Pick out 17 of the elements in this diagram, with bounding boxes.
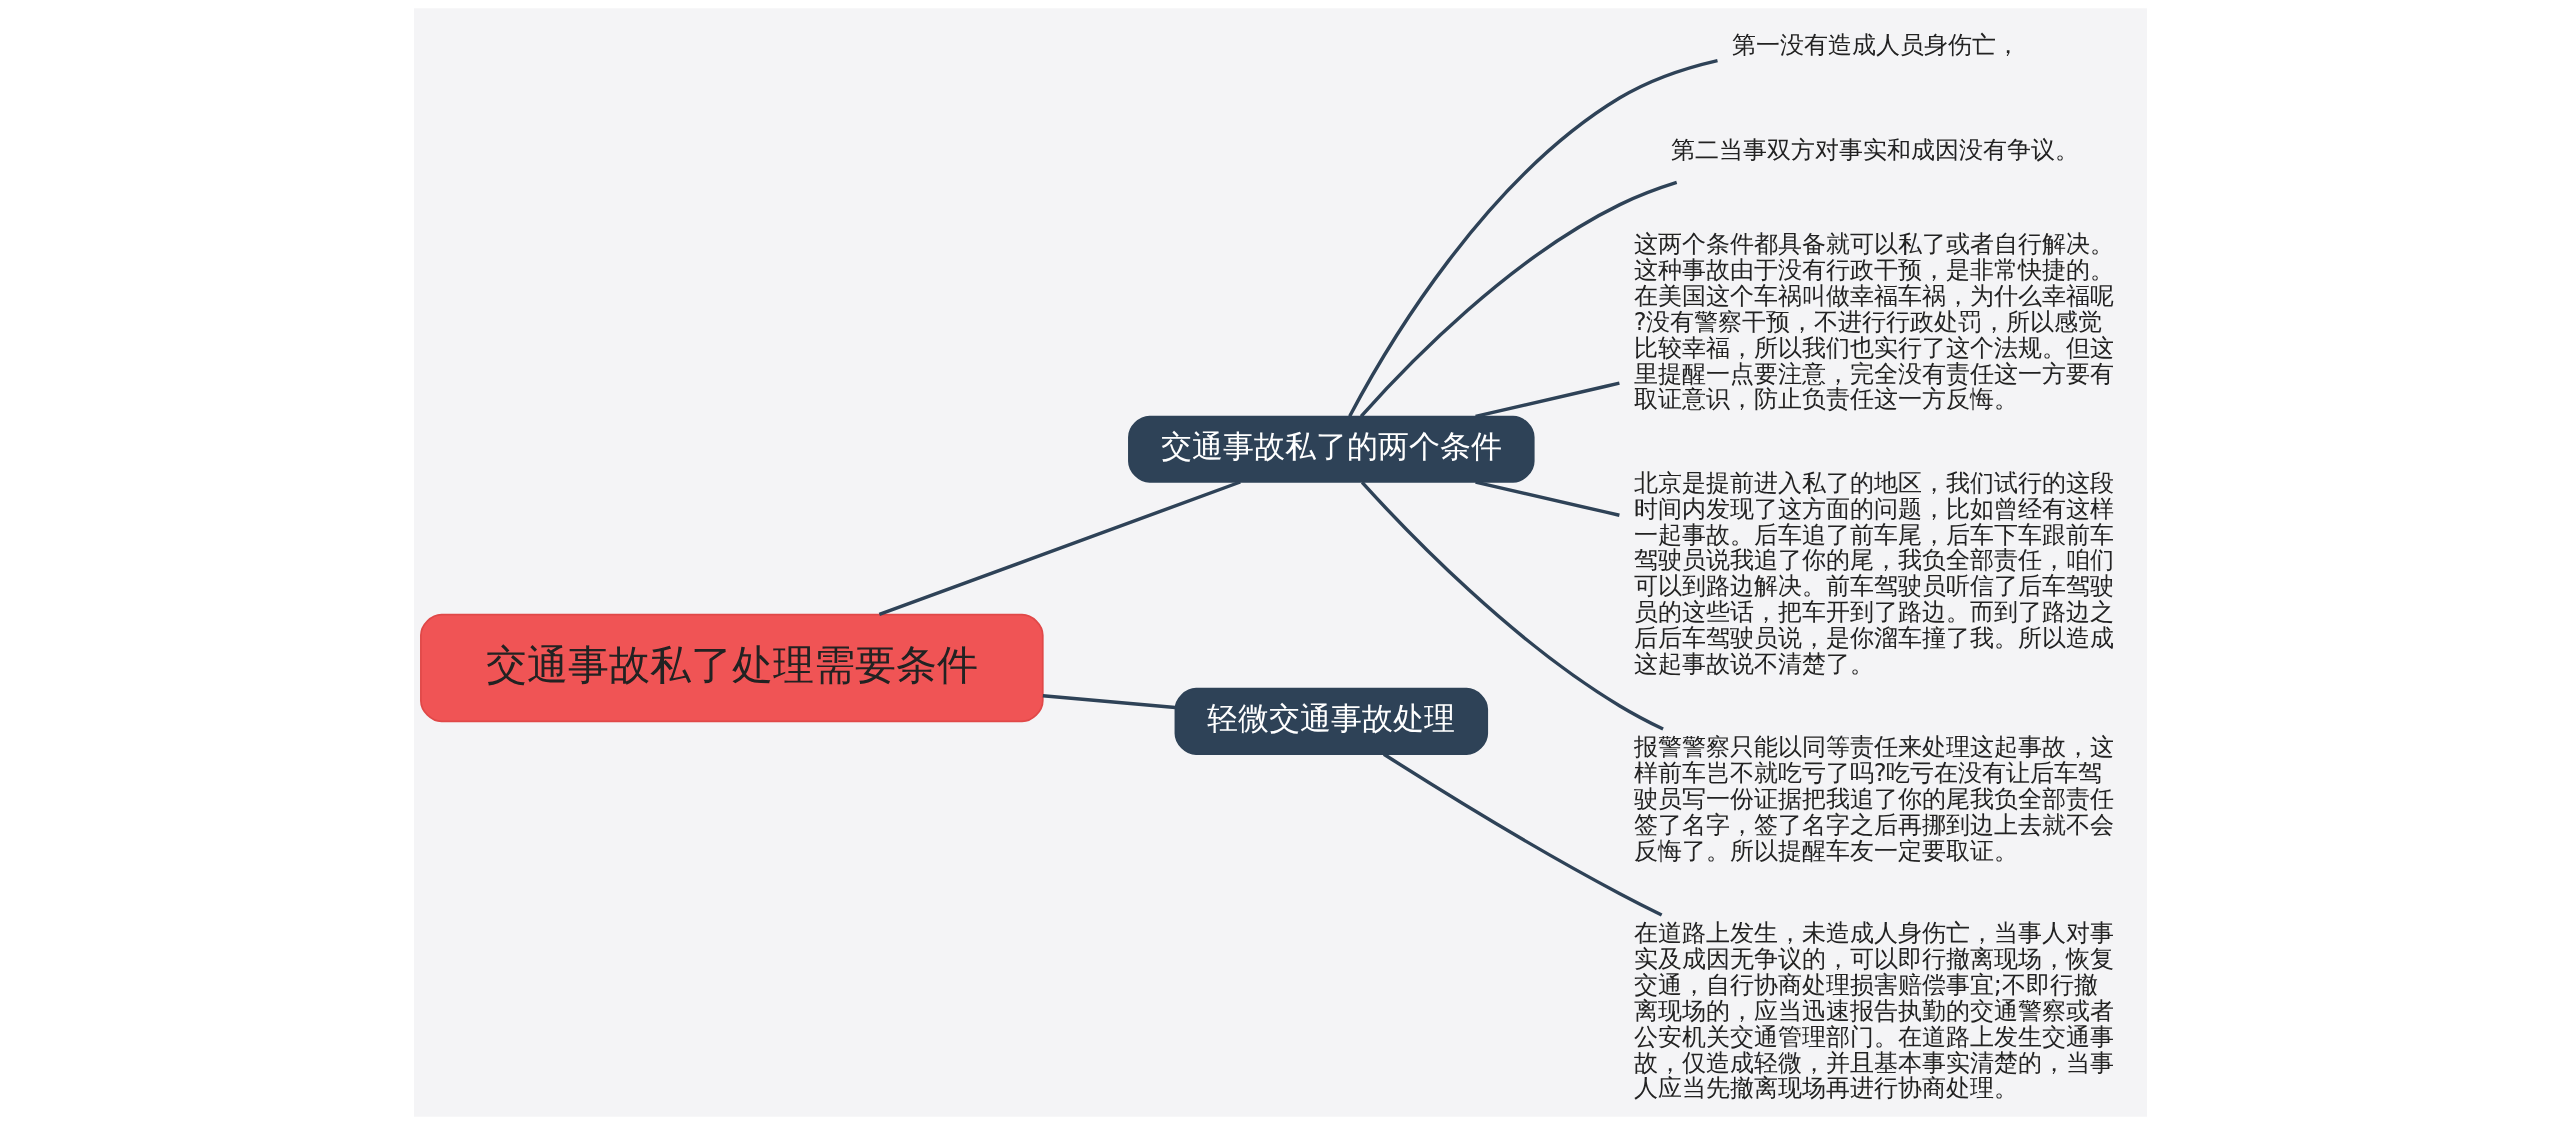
node-box: 交通事故私了处理需要条件 [419,613,1044,723]
node-text: 第一没有造成人员身伤亡， [1731,30,2020,59]
connector [1382,752,1662,917]
node-box: 交通事故私了的两个条件 [1127,415,1535,483]
connector [1474,381,1620,419]
connector [878,480,1241,617]
node-text: 这两个条件都具备就可以私了或者自行解决。这种事故由于没有行政干预，是非常快捷的。在美国这个车祸叫做幸福车祸，为什么幸福呢?没有警察干预，不进行行政处罚，所以感觉比较幸福，所以我们也实行了这个法规。但这里提醒一点要注意，完全没有责任这一方要有取证意识，防止负责任这一方反悔。 [1633,230,2114,414]
node-text: 报警警察只能以同等责任来处理这起事故，这样前车岂不就吃亏了吗?吃亏在没有让后车驾驶员写一份证据把我追了你的尾我负全部责任签了名字，签了名字之后再挪到边上去就不会反悔了。所以提醒车友一定要取证。 [1633,733,2114,865]
node-text: 在道路上发生，未造成人身伤亡，当事人对事实及成因无争议的，可以即行撤离现场，恢复交通，自行协商处理损害赔偿事宜;不即行撤离现场的，应当迅速报告执勤的交通警察或者公安机关交通管理部门。在道路上发生交通事故，仅造成轻微，并且基本事实清楚的，当事人应当先撤离现场再进行协商处理。 [1633,919,2114,1103]
node-text: 北京是提前进入私了的地区，我们试行的这段时间内发现了这方面的问题，比如曾经有这样一起事故。后车追了前车尾，后车下车跟前车驾驶员说我追了你的尾，我负全部责任，咱们可以到路边解决。前车驾驶员听信了后车驾驶员的这些话，把车开到了路边。而到了路边之后后车驾驶员说，是你溜车撞了我。所以造成这起事故说不清楚了。 [1633,468,2114,678]
connector [1347,58,1718,418]
connector [1360,481,1664,731]
connector [1042,694,1175,710]
node-text: 第二当事双方对事实和成因没有争议。 [1670,135,2079,164]
connector [1359,180,1677,418]
node-box: 轻微交通事故处理 [1174,687,1488,755]
connector [1474,480,1620,517]
